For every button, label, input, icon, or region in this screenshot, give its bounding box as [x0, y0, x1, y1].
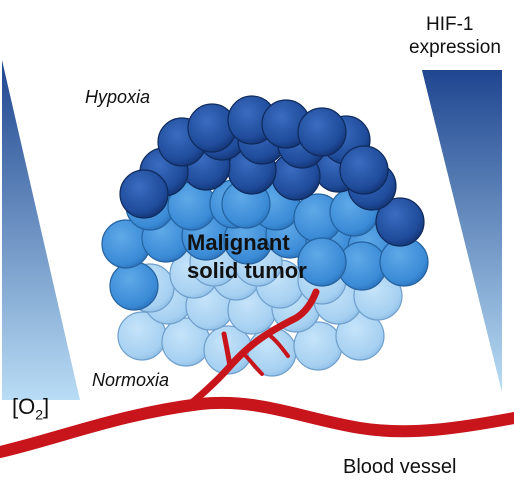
hypoxia-label: Hypoxia — [85, 87, 151, 107]
o2-gradient-wedge — [2, 60, 80, 400]
o2-subscript: 2 — [35, 406, 44, 423]
blood-vessel-branch-fork — [240, 350, 264, 376]
tumor-label-line1: Malignant — [187, 230, 290, 255]
hypoxic-cell — [119, 169, 169, 219]
hif1-gradient-wedge-body — [422, 70, 502, 392]
blood-vessel — [0, 288, 514, 458]
hypoxic-cell — [339, 145, 389, 195]
tumor-cell-cluster — [101, 95, 429, 377]
blood-vessel-label: Blood vessel — [343, 456, 457, 478]
o2-prefix: [O — [12, 394, 36, 419]
normoxia-label: Normoxia — [92, 370, 170, 390]
o2-concentration-label: [O2] — [12, 394, 49, 422]
blood-vessel-branch-right — [266, 332, 290, 358]
blood-vessel-branch — [184, 288, 320, 410]
blood-vessel-main — [0, 396, 514, 458]
intermediate-cell — [109, 261, 159, 311]
tumor-label-line2: solid tumor — [187, 258, 307, 283]
hif1-label-line2: expression — [409, 37, 501, 58]
hif1-label-line1: HIF-1 — [426, 14, 474, 35]
blood-vessel-branch-left — [221, 331, 233, 369]
o2-suffix: ] — [43, 394, 50, 419]
intermediate-cell — [297, 237, 347, 287]
hypoxic-cell — [297, 107, 347, 157]
hypoxic-cell — [375, 197, 425, 247]
